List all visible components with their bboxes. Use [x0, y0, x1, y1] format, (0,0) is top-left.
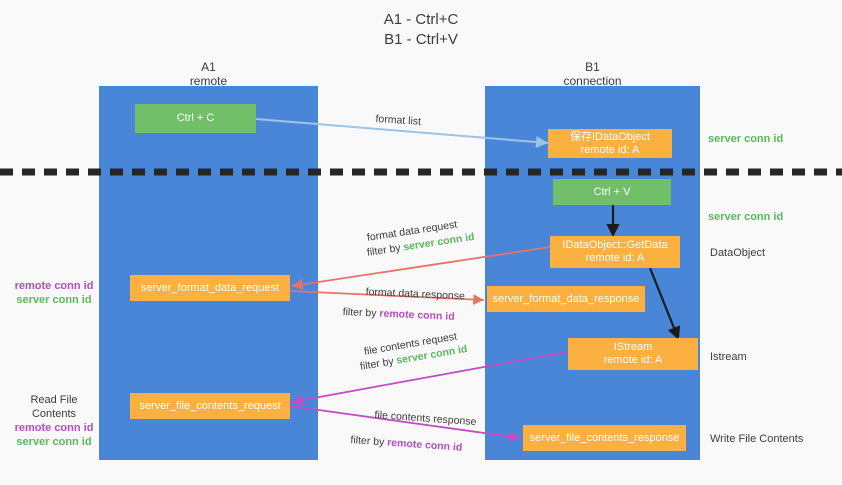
title-line-2: B1 - Ctrl+V — [384, 31, 458, 48]
node-format-data-request-label: server_format_data_request — [140, 281, 280, 294]
column-header-a1: A1 remote — [99, 60, 318, 88]
filter-prefix-2: filter by — [342, 305, 380, 320]
node-format-data-response-label: server_format_data_response — [492, 292, 640, 305]
edge-label-file-contents-response-filter: filter by remote conn id — [350, 433, 463, 455]
title-line-1: A1 - Ctrl+C — [383, 11, 459, 28]
column-a1-sub: remote — [189, 74, 228, 88]
node-ctrl-v-line1: Ctrl + V — [593, 185, 631, 198]
node-file-contents-request-label: server_file_contents_request — [139, 399, 281, 412]
annotation-server-conn-id-mid: server conn id — [708, 211, 784, 223]
node-save-idataobject-line2: remote id: A — [580, 143, 640, 156]
node-server-file-contents-response[interactable]: server_file_contents_response — [523, 425, 686, 451]
node-save-idataobject-line1: 保存IDataObject — [569, 130, 651, 143]
annotation-server-conn-id-2: server conn id — [16, 436, 92, 448]
node-ctrl-c[interactable]: Ctrl + C — [135, 104, 256, 133]
node-istream-line1: IStream — [613, 341, 653, 353]
node-getdata-line1: IDataObject::GetData — [562, 239, 668, 251]
column-b1-name: B1 — [585, 60, 600, 74]
annotation-read-file-contents: Read File Contents — [30, 394, 78, 420]
filter-prefix-1: filter by — [366, 241, 405, 259]
node-idataobject-getdata[interactable]: IDataObject::GetData remote id: A — [550, 236, 680, 268]
annotation-istream: Istream — [710, 351, 747, 363]
edge-label-file-contents-response: file contents response — [374, 408, 477, 429]
node-istream[interactable]: IStream remote id: A — [568, 338, 698, 370]
node-file-contents-response-label: server_file_contents_response — [529, 431, 680, 444]
edge-label-format-data-response-filter: filter by remote conn id — [342, 305, 455, 324]
node-server-format-data-request[interactable]: server_format_data_request — [130, 275, 290, 301]
edge-label-format-data-response: format data response — [365, 285, 466, 303]
annotation-group-file-contents: Read File Contents remote conn id server… — [8, 393, 100, 449]
node-ctrl-c-line1: Ctrl + C — [176, 112, 215, 124]
annotation-remote-conn-id-1: remote conn id — [14, 280, 94, 292]
filter-key-remote-conn-id-1: remote conn id — [379, 307, 455, 323]
column-a1-name: A1 — [201, 60, 216, 74]
node-save-idataobject[interactable]: 保存IDataObject remote id: A — [548, 129, 672, 158]
annotation-group-format-data: remote conn id server conn id — [12, 279, 96, 307]
node-server-file-contents-request[interactable]: server_file_contents_request — [130, 393, 290, 419]
annotation-server-conn-id-top: server conn id — [708, 133, 784, 145]
column-b1-sub: connection — [563, 74, 622, 88]
node-getdata-line2: remote id: A — [585, 252, 645, 264]
node-istream-line2: remote id: A — [603, 354, 663, 366]
annotation-server-conn-id-1: server conn id — [16, 294, 92, 306]
filter-key-remote-conn-id-2: remote conn id — [386, 436, 463, 454]
page-title: A1 - Ctrl+C B1 - Ctrl+V — [0, 10, 842, 50]
column-header-b1: B1 connection — [485, 60, 700, 88]
node-ctrl-v[interactable]: Ctrl + V — [553, 179, 671, 205]
annotation-remote-conn-id-2: remote conn id — [14, 422, 94, 434]
annotation-write-file-contents: Write File Contents — [710, 433, 804, 445]
filter-prefix-4: filter by — [350, 433, 388, 449]
annotation-dataobject: DataObject — [710, 247, 766, 259]
edge-label-format-list: format list — [375, 112, 422, 128]
node-server-format-data-response[interactable]: server_format_data_response — [487, 286, 645, 312]
